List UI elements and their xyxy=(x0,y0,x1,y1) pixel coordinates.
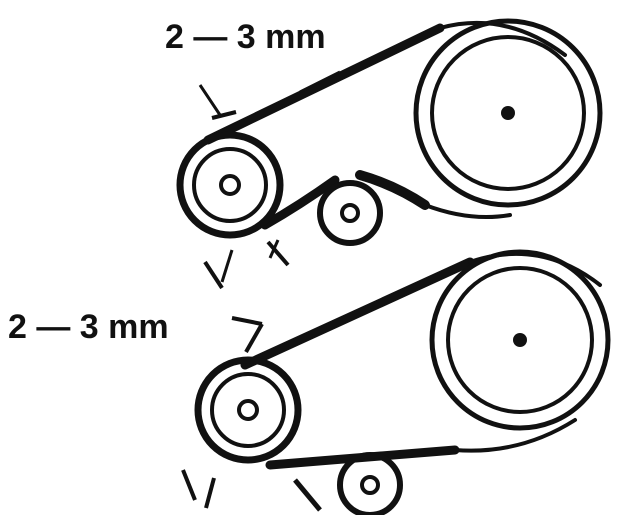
upper-large-pulley xyxy=(413,18,603,208)
lower-clearance-arrow xyxy=(231,316,264,353)
lower-belt xyxy=(240,251,602,470)
upper-tension-marks xyxy=(203,239,290,290)
upper-small-pulley xyxy=(176,131,284,239)
upper-belt xyxy=(203,20,567,230)
lower-small-pulley xyxy=(194,356,302,464)
lower-large-pulley xyxy=(429,249,611,431)
lower-idler-pulley xyxy=(337,452,403,515)
upper-belt-assembly: 2 — 3 mm xyxy=(165,18,603,290)
upper-clearance-arrow xyxy=(198,70,341,120)
lower-belt-assembly: 2 — 3 mm xyxy=(8,249,611,515)
lower-tension-marks xyxy=(181,469,322,512)
upper-clearance-label: 2 — 3 mm xyxy=(165,18,326,56)
lower-clearance-label: 2 — 3 mm xyxy=(8,308,169,346)
upper-idler-pulley xyxy=(317,180,383,246)
